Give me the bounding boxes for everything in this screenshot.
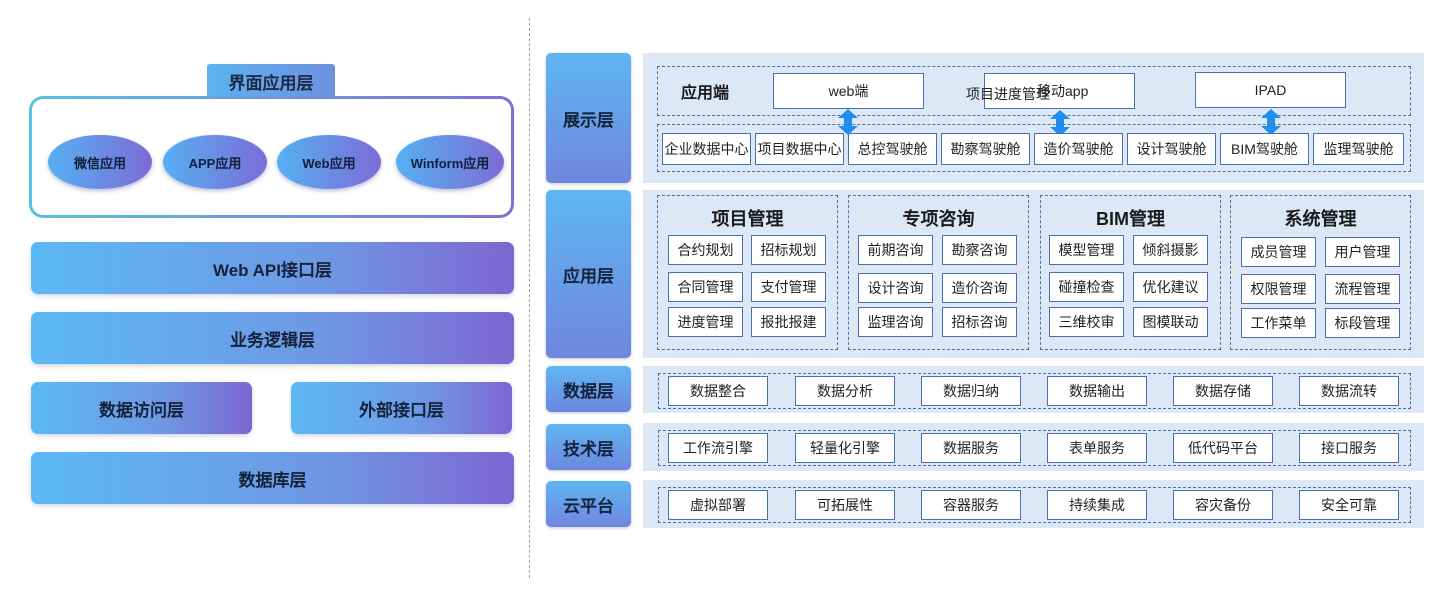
module-box: 用户管理 — [1325, 237, 1400, 267]
module-box: 三维校审 — [1049, 307, 1124, 337]
data-items-group — [658, 373, 1411, 409]
module-box: 监理咨询 — [858, 307, 933, 337]
double-arrow-icon — [838, 109, 858, 135]
data-item-box: 数据整合 — [668, 376, 768, 406]
tech-item-box: 数据服务 — [921, 433, 1021, 463]
cloud-item-box: 虚拟部署 — [668, 490, 768, 520]
cockpit-box: 总控驾驶舱 — [848, 133, 937, 165]
app-node: APP应用 — [163, 135, 267, 189]
module-box: 合约规划 — [668, 235, 743, 265]
cloud-item-box: 容器服务 — [921, 490, 1021, 520]
web-api-layer: Web API接口层 — [31, 242, 514, 294]
special-consulting-section — [848, 195, 1029, 350]
system-management-section — [1230, 195, 1411, 350]
overlap-label: 项目进度管理 — [966, 86, 1050, 102]
cloud-platform-panel: 虚拟部署 可拓展性 容器服务 持续集成 容灾备份 安全可靠 — [643, 480, 1424, 528]
module-box: 碰撞检查 — [1049, 272, 1124, 302]
module-box: 标段管理 — [1325, 308, 1400, 338]
application-layer-panel: 项目管理 合约规划 招标规划 合同管理 支付管理 进度管理 报批报建 专项咨询 … — [643, 190, 1424, 358]
data-layer-label: 数据层 — [546, 366, 631, 412]
cloud-item-box: 容灾备份 — [1173, 490, 1273, 520]
tech-items-group — [658, 430, 1411, 466]
module-box: 勘察咨询 — [942, 235, 1017, 265]
web-app-node: Web应用 — [277, 135, 381, 189]
data-item-box: 数据存储 — [1173, 376, 1273, 406]
data-access-layer: 数据访问层 — [31, 382, 252, 434]
module-box: 进度管理 — [668, 307, 743, 337]
presentation-layer-label: 展示层 — [546, 53, 631, 183]
project-management-section — [657, 195, 838, 350]
data-layer-panel: 数据整合 数据分析 数据归纳 数据输出 数据存储 数据流转 — [643, 366, 1424, 413]
double-arrow-icon — [1261, 109, 1281, 135]
data-item-box: 数据输出 — [1047, 376, 1147, 406]
ipad-client-box: IPAD — [1195, 72, 1346, 108]
tech-item-box: 工作流引擎 — [668, 433, 768, 463]
module-box: 优化建议 — [1133, 272, 1208, 302]
presentation-layer-panel: 应用端 web端 移动app 项目进度管理 IPAD 企业数据中心 项目数据中心… — [643, 53, 1424, 183]
data-item-box: 数据归纳 — [921, 376, 1021, 406]
ui-layer-frame: 微信应用 APP应用 Web应用 Winform应用 — [29, 96, 514, 218]
cockpit-group — [657, 124, 1411, 172]
section-title: BIM管理 — [1096, 209, 1165, 229]
module-box: 造价咨询 — [942, 273, 1017, 303]
tech-layer-label: 技术层 — [546, 424, 631, 470]
section-title: 项目管理 — [711, 209, 784, 229]
section-title: 系统管理 — [1284, 209, 1357, 229]
ui-layer-title: 界面应用层 — [207, 64, 335, 98]
module-box: 图模联动 — [1133, 307, 1208, 337]
wechat-app-node: 微信应用 — [48, 135, 152, 189]
external-interface-layer: 外部接口层 — [291, 382, 512, 434]
cockpit-box: 项目数据中心 — [755, 133, 844, 165]
module-box: 流程管理 — [1325, 274, 1400, 304]
cloud-items-group — [658, 487, 1411, 523]
bim-management-section — [1040, 195, 1221, 350]
web-client-box: web端 — [773, 73, 924, 109]
mobile-client-box: 移动app — [984, 73, 1135, 109]
cloud-item-box: 持续集成 — [1047, 490, 1147, 520]
cockpit-box: 造价驾驶舱 — [1034, 133, 1123, 165]
tech-item-box: 接口服务 — [1299, 433, 1399, 463]
module-box: 支付管理 — [751, 272, 826, 302]
cockpit-box: 设计驾驶舱 — [1127, 133, 1216, 165]
module-box: 权限管理 — [1241, 274, 1316, 304]
winform-app-node: Winform应用 — [396, 135, 504, 189]
cloud-platform-label: 云平台 — [546, 481, 631, 527]
tech-item-box: 低代码平台 — [1173, 433, 1273, 463]
module-box: 模型管理 — [1049, 235, 1124, 265]
section-title: 专项咨询 — [902, 209, 975, 229]
module-box: 工作菜单 — [1241, 308, 1316, 338]
module-box: 倾斜摄影 — [1133, 235, 1208, 265]
tech-item-box: 表单服务 — [1047, 433, 1147, 463]
cockpit-box: 监理驾驶舱 — [1313, 133, 1404, 165]
application-layer-label: 应用层 — [546, 190, 631, 358]
divider-line — [529, 18, 530, 578]
client-group — [657, 66, 1411, 116]
data-item-box: 数据流转 — [1299, 376, 1399, 406]
double-arrow-icon — [1050, 110, 1070, 136]
app-end-label: 应用端 — [681, 85, 730, 102]
module-box: 合同管理 — [668, 272, 743, 302]
tech-layer-panel: 工作流引擎 轻量化引擎 数据服务 表单服务 低代码平台 接口服务 — [643, 423, 1424, 471]
cloud-item-box: 可拓展性 — [795, 490, 895, 520]
database-layer: 数据库层 — [31, 452, 514, 504]
tech-item-box: 轻量化引擎 — [795, 433, 895, 463]
module-box: 前期咨询 — [858, 235, 933, 265]
cockpit-box: BIM驾驶舱 — [1220, 133, 1309, 165]
module-box: 招标规划 — [751, 235, 826, 265]
module-box: 招标咨询 — [942, 307, 1017, 337]
module-box: 成员管理 — [1241, 237, 1316, 267]
business-logic-layer: 业务逻辑层 — [31, 312, 514, 364]
data-item-box: 数据分析 — [795, 376, 895, 406]
cloud-item-box: 安全可靠 — [1299, 490, 1399, 520]
cockpit-box: 企业数据中心 — [662, 133, 751, 165]
cockpit-box: 勘察驾驶舱 — [941, 133, 1030, 165]
module-box: 设计咨询 — [858, 273, 933, 303]
module-box: 报批报建 — [751, 307, 826, 337]
